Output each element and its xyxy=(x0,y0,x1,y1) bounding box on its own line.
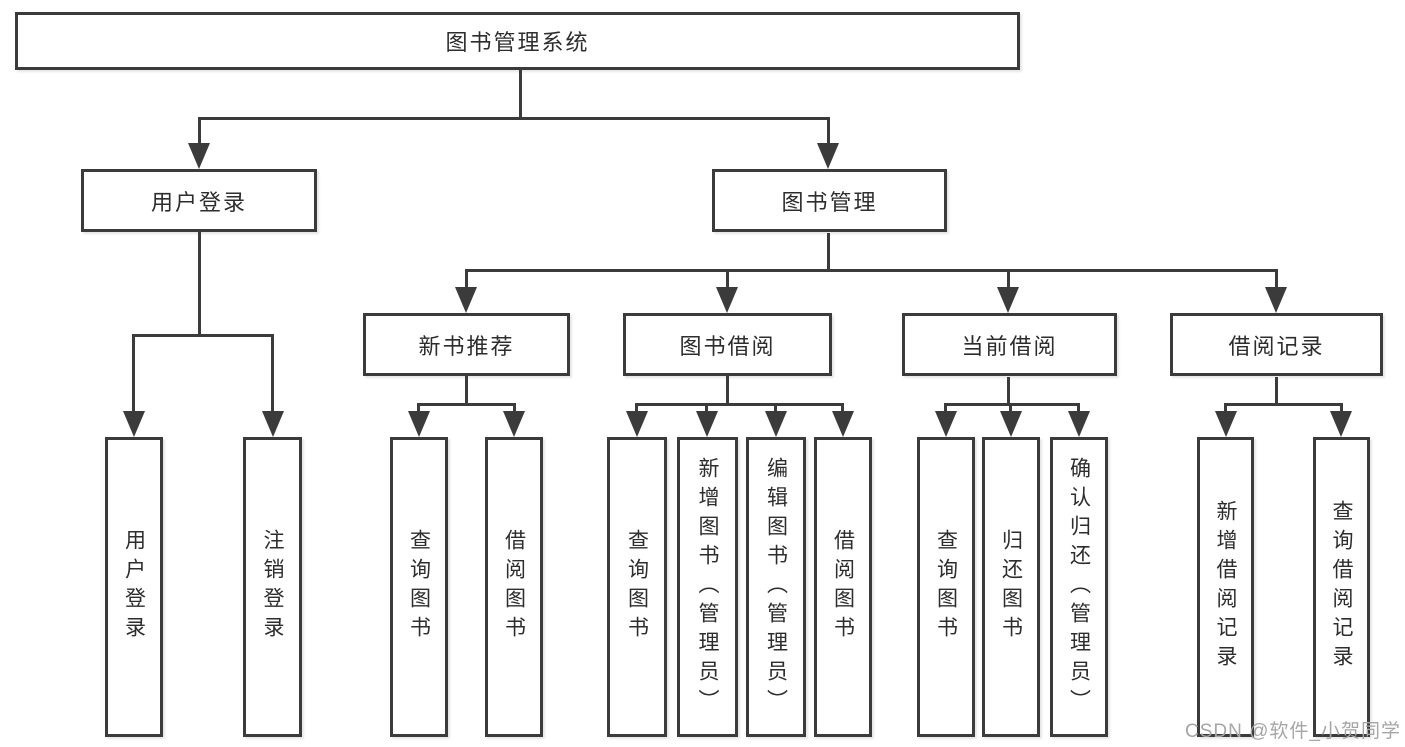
connector-line xyxy=(1007,269,1010,289)
connector-line xyxy=(132,334,274,337)
connector-line xyxy=(198,117,201,145)
node-label: 新书推荐 xyxy=(418,333,515,359)
node-label: 图书管理 xyxy=(781,189,878,215)
node-label: 查询图书 xyxy=(934,529,958,645)
leaf-query-borrow-record: 查询借阅记录 xyxy=(1313,437,1370,737)
node-borrowing-records: 借阅记录 xyxy=(1170,313,1383,376)
node-book-borrowing: 图书借阅 xyxy=(623,313,832,376)
node-label: 图书借阅 xyxy=(679,333,776,359)
arrowhead-down-icon xyxy=(765,411,787,437)
node-label: 新增借阅记录 xyxy=(1214,500,1237,674)
arrowhead-down-icon xyxy=(262,411,284,437)
arrowhead-down-icon xyxy=(935,411,957,437)
csdn-watermark: CSDN @软件_小贺同学 xyxy=(1185,721,1401,742)
node-user-login: 用户登录 xyxy=(81,169,317,232)
leaf-query-books-current: 查询图书 xyxy=(917,437,975,737)
connector-line xyxy=(1077,403,1080,415)
node-label: 借阅图书 xyxy=(831,529,855,645)
connector-line xyxy=(635,403,638,415)
arrowhead-down-icon xyxy=(832,411,854,437)
node-current-borrowing: 当前借阅 xyxy=(902,313,1117,376)
arrowhead-down-icon xyxy=(1068,411,1090,437)
connector-line xyxy=(1275,377,1278,406)
connector-line xyxy=(827,117,830,145)
connector-line xyxy=(1007,377,1010,406)
leaf-edit-books-admin: 编辑图书（管理员） xyxy=(746,437,806,737)
arrowhead-down-icon xyxy=(626,411,648,437)
leaf-add-borrow-record: 新增借阅记录 xyxy=(1197,437,1254,737)
connector-line xyxy=(841,403,844,415)
node-label: 借阅图书 xyxy=(502,529,526,645)
node-label: 新增图书（管理员） xyxy=(696,456,719,718)
arrowhead-down-icon xyxy=(408,411,430,437)
connector-line xyxy=(198,117,830,120)
node-label: 归还图书 xyxy=(999,529,1023,645)
connector-line xyxy=(513,403,516,415)
connector-line xyxy=(198,232,201,336)
connector-line xyxy=(726,269,729,289)
arrowhead-down-icon xyxy=(1215,411,1237,437)
connector-line xyxy=(417,403,420,415)
arrowhead-down-icon xyxy=(696,411,718,437)
leaf-borrow-books: 借阅图书 xyxy=(814,437,872,737)
arrowhead-down-icon xyxy=(123,411,145,437)
leaf-borrow-books-recommend: 借阅图书 xyxy=(485,437,543,737)
leaf-confirm-return-admin: 确认归还（管理员） xyxy=(1050,437,1108,737)
connector-line xyxy=(1275,269,1278,289)
connector-line xyxy=(635,403,844,406)
arrowhead-down-icon xyxy=(1000,411,1022,437)
connector-line xyxy=(1009,403,1012,415)
node-label: 查询借阅记录 xyxy=(1330,500,1353,674)
leaf-logout: 注销登录 xyxy=(243,437,302,737)
arrowhead-down-icon xyxy=(503,411,525,437)
connector-line xyxy=(1340,403,1343,415)
connector-line xyxy=(519,70,522,119)
arrowhead-down-icon xyxy=(1265,287,1287,313)
connector-line xyxy=(417,403,516,406)
arrowhead-down-icon xyxy=(188,143,210,169)
connector-line xyxy=(1224,403,1227,415)
connector-line xyxy=(465,376,468,406)
node-label: 当前借阅 xyxy=(961,333,1058,359)
connector-line xyxy=(465,269,468,289)
node-book-management: 图书管理 xyxy=(712,169,947,232)
connector-line xyxy=(705,403,708,415)
connector-line xyxy=(774,403,777,415)
leaf-query-books-recommend: 查询图书 xyxy=(390,437,448,737)
arrowhead-down-icon xyxy=(997,287,1019,313)
arrowhead-down-icon xyxy=(1330,411,1352,437)
arrowhead-down-icon xyxy=(716,287,738,313)
leaf-return-books: 归还图书 xyxy=(982,437,1040,737)
node-new-book-recommendation: 新书推荐 xyxy=(363,313,570,376)
connector-line xyxy=(827,233,830,271)
node-library-management-system: 图书管理系统 xyxy=(15,12,1020,70)
connector-line xyxy=(726,376,729,406)
connector-line xyxy=(944,403,1080,406)
connector-line xyxy=(271,334,274,414)
node-label: 图书管理系统 xyxy=(445,30,590,55)
leaf-user-login: 用户登录 xyxy=(105,437,163,737)
node-label: 编辑图书（管理员） xyxy=(764,456,788,718)
leaf-add-books-admin: 新增图书（管理员） xyxy=(677,437,738,737)
arrowhead-down-icon xyxy=(817,143,839,169)
connector-line xyxy=(132,334,135,414)
arrowhead-down-icon xyxy=(455,287,477,313)
node-label: 查询图书 xyxy=(407,529,431,645)
node-label: 用户登录 xyxy=(150,189,247,215)
leaf-query-books-borrowing: 查询图书 xyxy=(607,437,667,737)
node-label: 查询图书 xyxy=(625,529,649,645)
connector-line xyxy=(465,269,1278,272)
node-label: 确认归还（管理员） xyxy=(1067,456,1091,718)
connector-line xyxy=(944,403,947,415)
node-label: 注销登录 xyxy=(261,529,284,645)
node-label: 用户登录 xyxy=(122,529,146,645)
connector-line xyxy=(1224,403,1342,406)
node-label: 借阅记录 xyxy=(1228,333,1325,359)
